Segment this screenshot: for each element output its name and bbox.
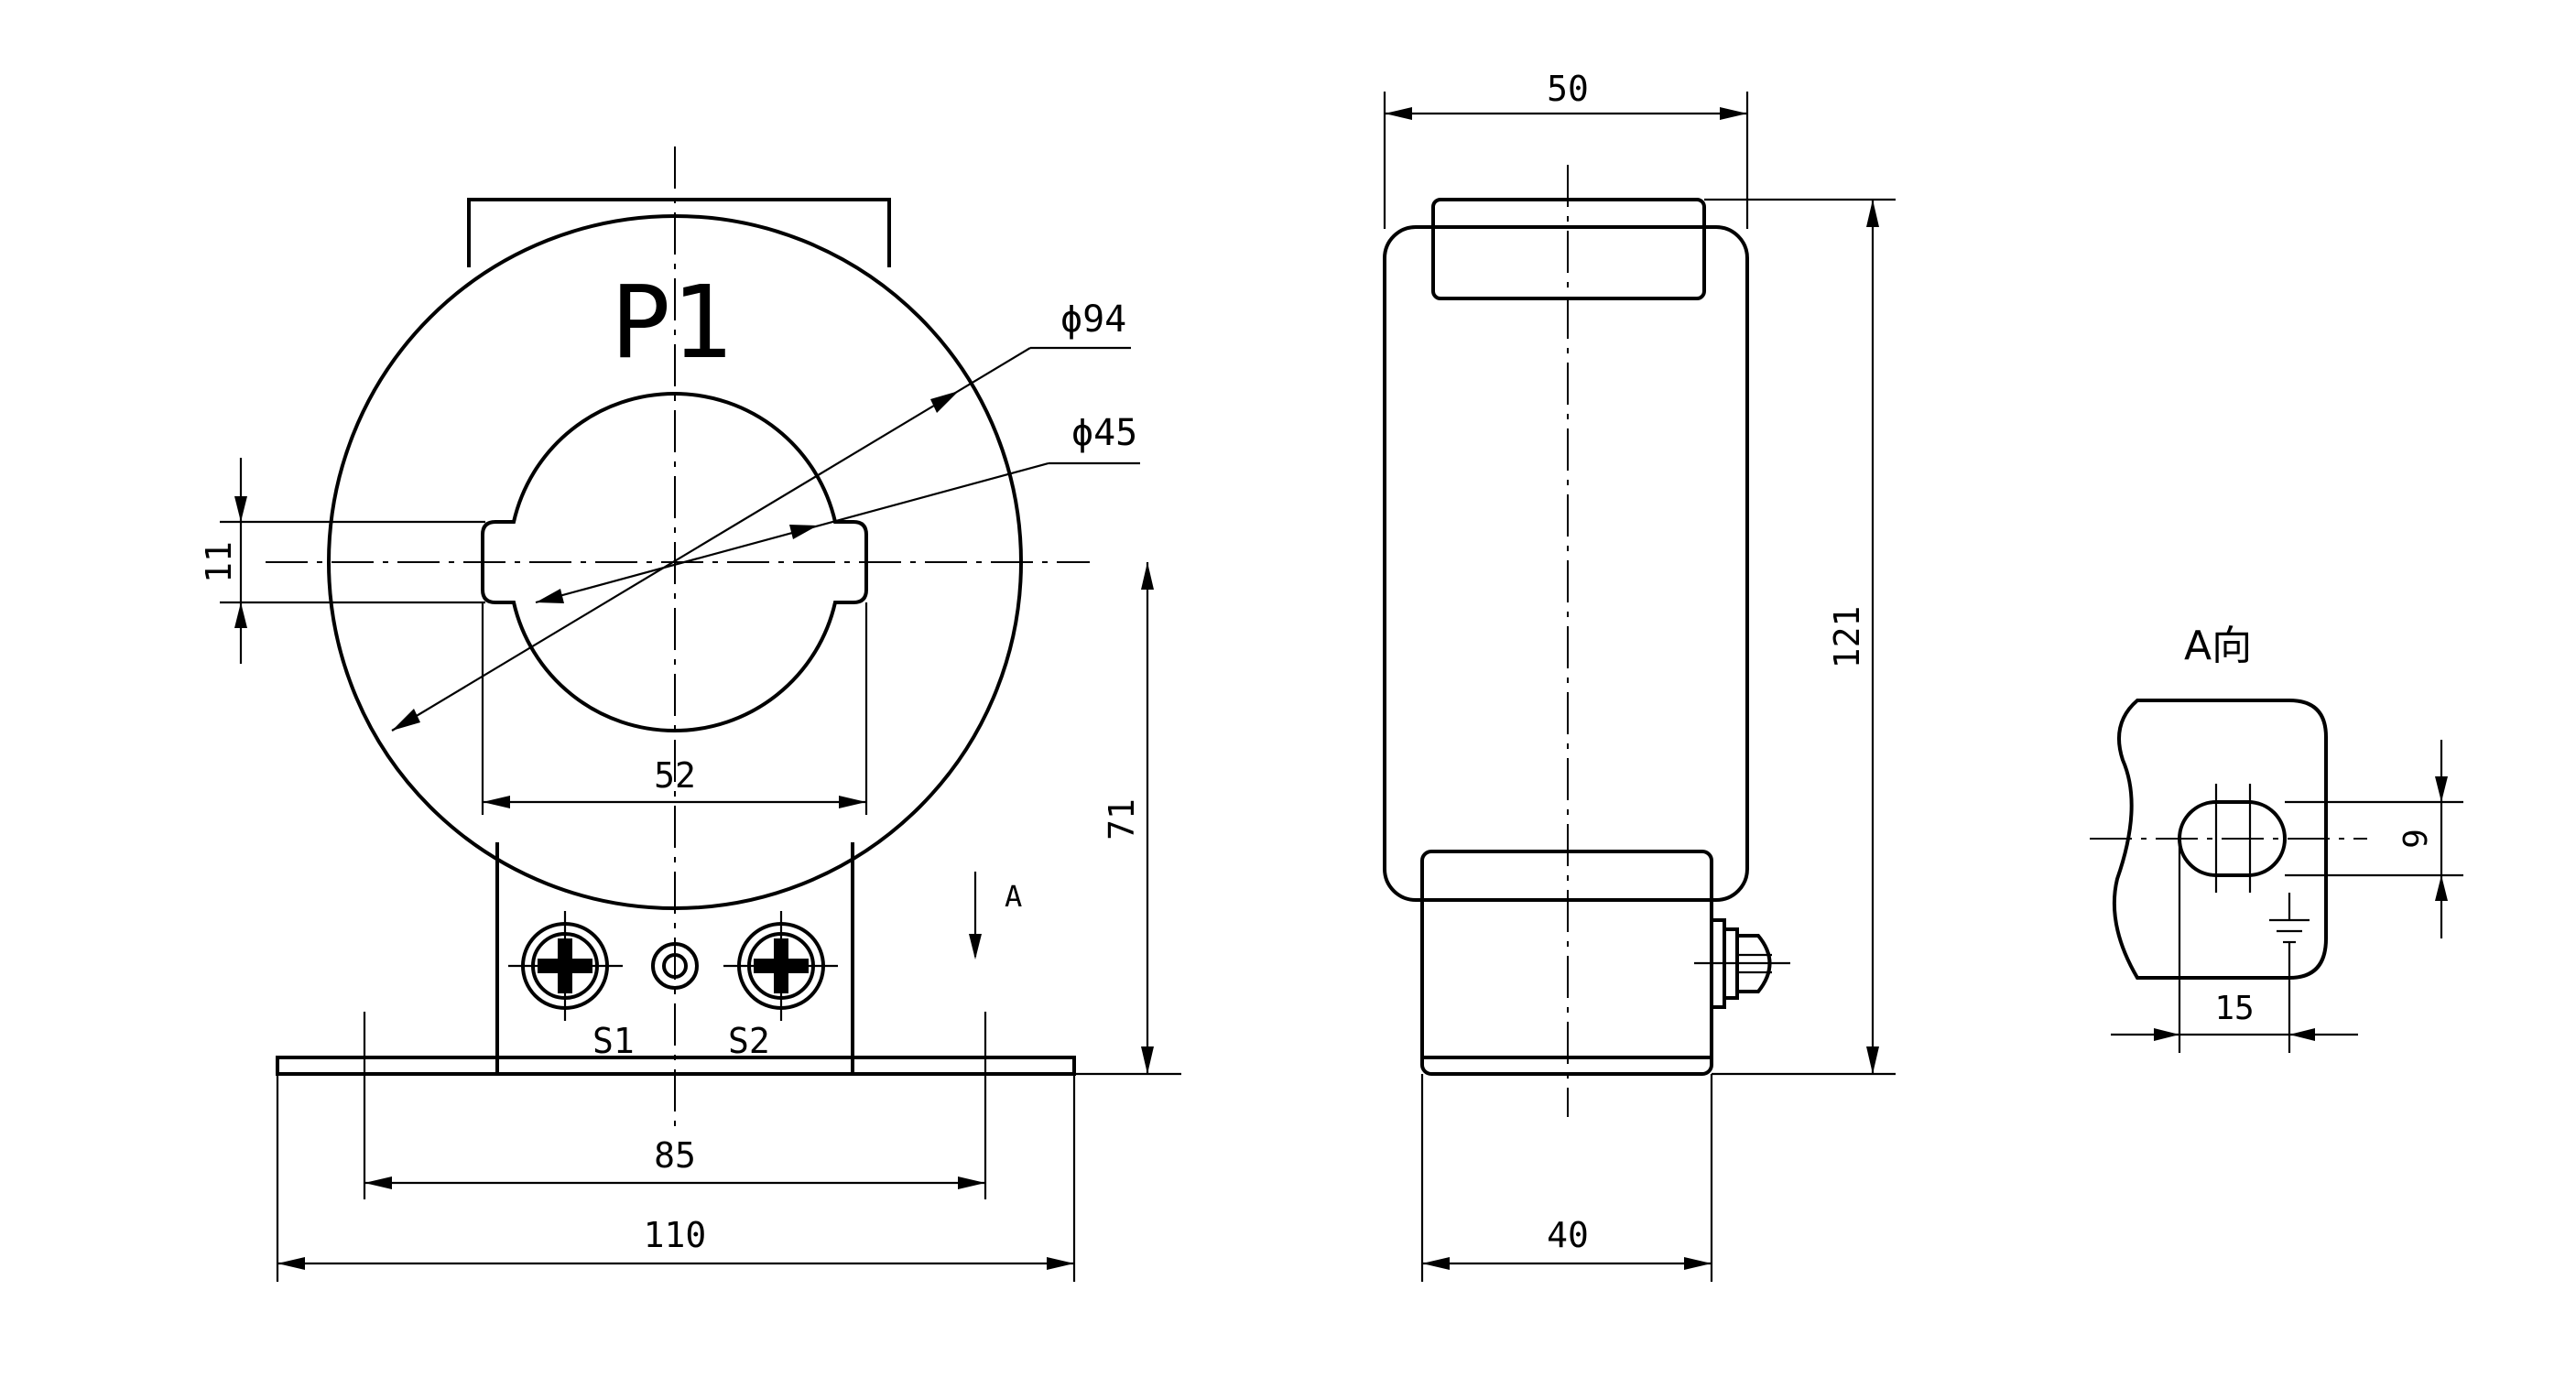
outer-diameter-leader <box>391 347 1031 732</box>
detail-plate-outline <box>2112 699 2328 980</box>
front-view: S1 S2 P1 ϕ94 ϕ45 11 <box>199 146 1181 1282</box>
side-base-depth-dimension <box>1420 1074 1713 1282</box>
polarity-marking-p1: P1 <box>611 264 732 381</box>
slot-width-dimension <box>220 458 485 664</box>
terminal-screw-s2 <box>723 911 838 1021</box>
base-width-dimension <box>276 1074 1076 1282</box>
detail-slot-height-dimension <box>2285 740 2463 938</box>
detail-slot-offset-label: 15 <box>2214 990 2254 1027</box>
side-height-label: 121 <box>1827 606 1867 669</box>
top-bracket <box>467 198 891 267</box>
center-height-label: 71 <box>1102 798 1142 840</box>
detail-view-title: A向 <box>2184 623 2252 669</box>
slot-width-label: 11 <box>199 541 239 583</box>
side-terminal-screw <box>1694 918 1790 1009</box>
view-arrow-a <box>969 872 982 960</box>
detail-view-a: A向 9 15 <box>2090 623 2463 1053</box>
side-top-width-dimension <box>1383 92 1749 229</box>
side-base-depth-label: 40 <box>1547 1215 1589 1255</box>
outer-diameter-label: ϕ94 <box>1060 298 1126 341</box>
ground-icon <box>2269 893 2310 944</box>
detail-slot-offset-dimension <box>2111 839 2358 1053</box>
detail-slot-height-label: 9 <box>2397 829 2435 849</box>
side-body <box>1383 225 1749 902</box>
terminal-screw-s1 <box>508 911 623 1021</box>
base-width-label: 110 <box>644 1215 707 1255</box>
side-height-dimension <box>1704 198 1896 1076</box>
side-view: 50 121 40 <box>1383 69 1896 1282</box>
hole-spacing-dimension <box>363 1012 987 1199</box>
window-width-label: 52 <box>654 755 696 796</box>
terminal-s1-label: S1 <box>592 1021 635 1061</box>
center-height-dimension <box>1074 562 1181 1076</box>
side-top-width-label: 50 <box>1547 69 1589 109</box>
inner-diameter-label: ϕ45 <box>1071 412 1137 454</box>
terminal-s2-label: S2 <box>728 1021 770 1061</box>
view-arrow-label: A <box>1005 879 1022 914</box>
inner-window <box>481 391 868 733</box>
window-width-dimension <box>481 602 868 815</box>
center-rivet <box>651 942 699 990</box>
hole-spacing-label: 85 <box>654 1135 696 1176</box>
